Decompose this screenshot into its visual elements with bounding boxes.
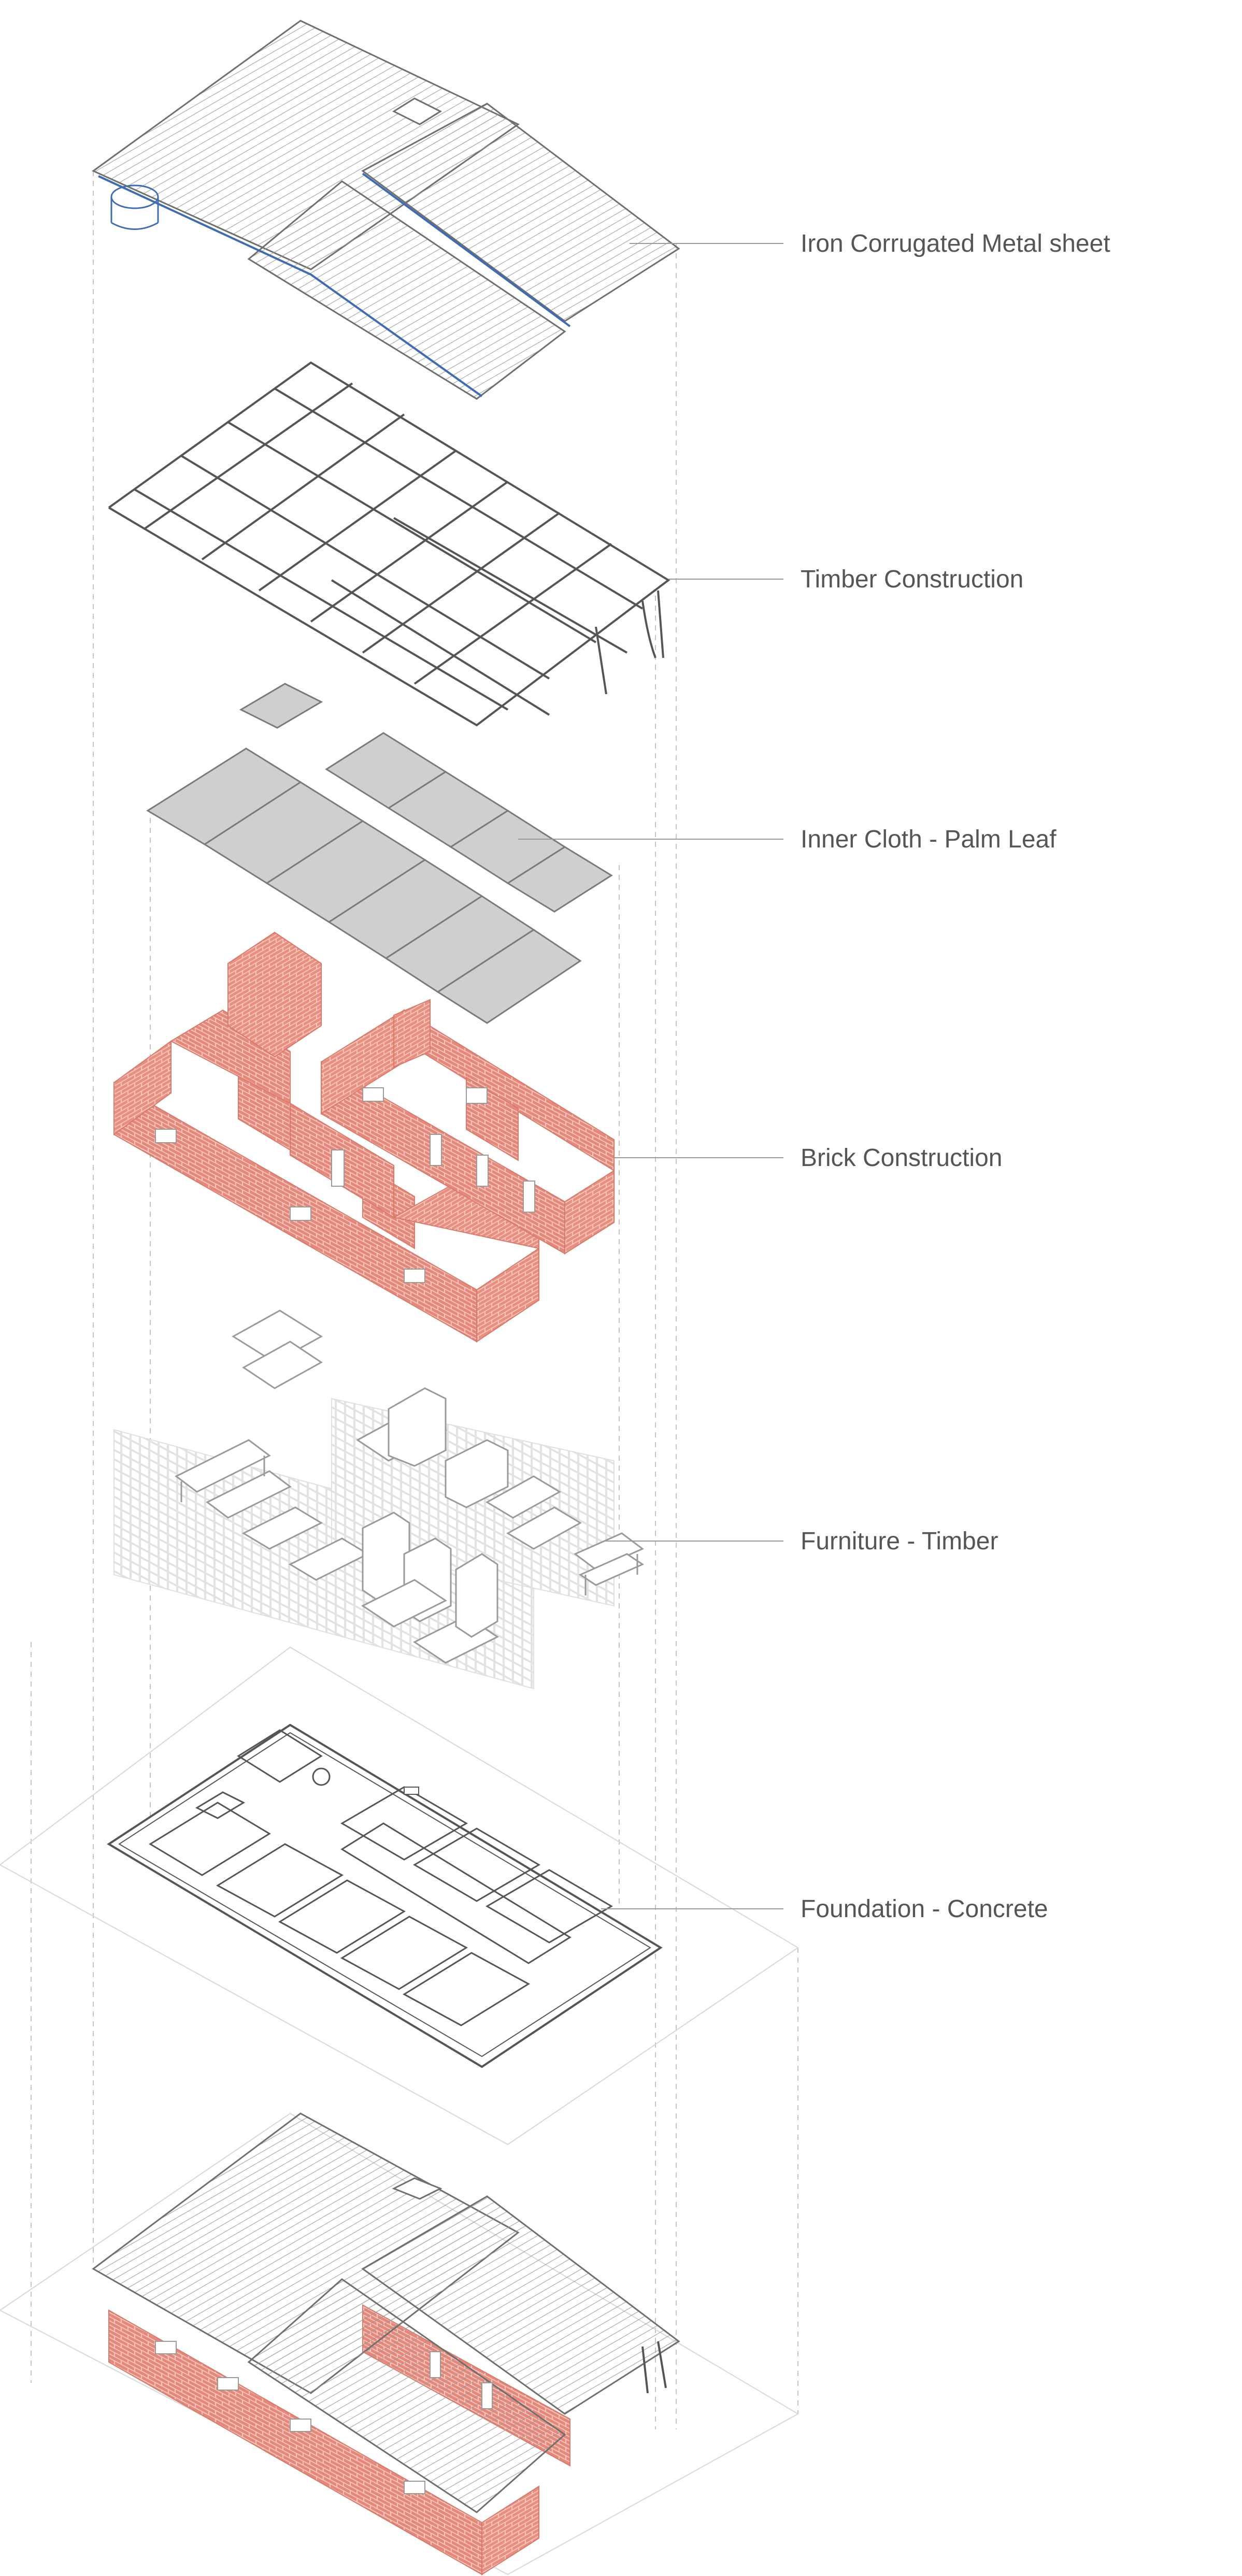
label-cloth: Inner Cloth - Palm Leaf — [801, 826, 1057, 853]
layer-timber-frame — [108, 361, 670, 727]
layer-furniture — [113, 1309, 645, 1690]
layer-foundation — [0, 1646, 799, 2146]
label-roof: Iron Corrugated Metal sheet — [801, 230, 1110, 257]
label-brick: Brick Construction — [801, 1144, 1002, 1172]
well-icon — [312, 1767, 331, 1786]
label-foundation: Foundation - Concrete — [801, 1895, 1048, 1923]
layer-brick-walls — [113, 931, 615, 1343]
label-furniture: Furniture - Timber — [801, 1528, 998, 1555]
layer-labels: Iron Corrugated Metal sheet Timber Const… — [518, 230, 1110, 1923]
projection-guides — [31, 171, 798, 2429]
layer-inner-cloth — [146, 683, 613, 1024]
label-timber: Timber Construction — [801, 566, 1023, 593]
layer-roof-sheet — [92, 20, 680, 400]
assembled-building — [0, 2112, 800, 2575]
